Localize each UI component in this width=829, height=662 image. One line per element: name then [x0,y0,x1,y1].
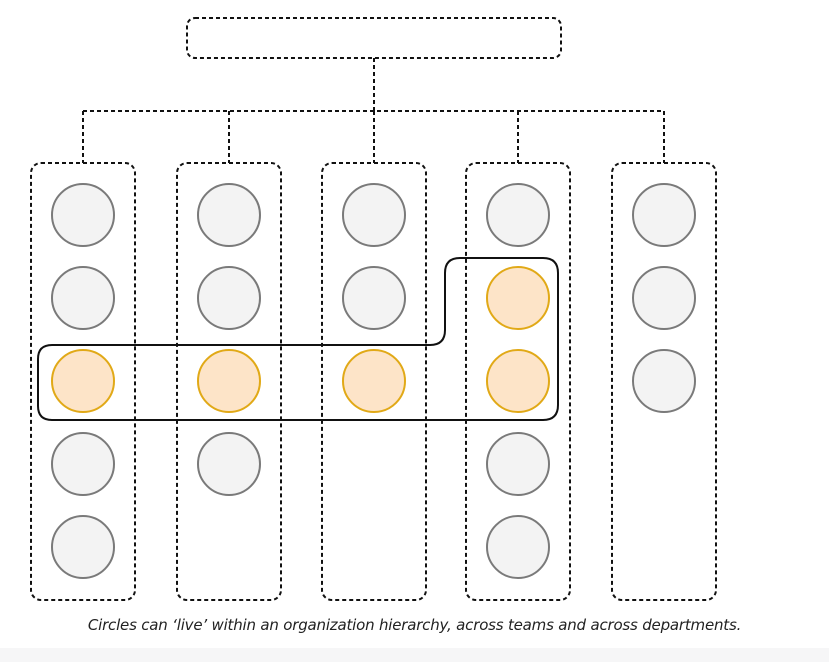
member-node [197,432,261,496]
team-column [465,162,571,601]
member-node [342,183,406,247]
circle-member-node [342,349,406,413]
member-node [632,349,696,413]
diagram-caption: Circles can ‘live’ within an organizatio… [87,616,742,634]
member-node [632,183,696,247]
member-node [486,432,550,496]
circle-group-outline [37,257,559,421]
root-node-box [186,17,562,59]
member-node [51,183,115,247]
member-node [486,515,550,579]
member-node [51,432,115,496]
org-hierarchy-diagram [30,17,717,601]
circle-member-node [197,349,261,413]
team-column [30,162,136,601]
member-node [197,183,261,247]
member-node [197,266,261,330]
circle-member-node [486,266,550,330]
team-column [176,162,282,601]
circle-member-node [51,349,115,413]
team-columns [30,162,717,601]
circle-member-node [486,349,550,413]
bottom-band [0,648,829,662]
hierarchy-connectors [82,58,665,163]
member-node [51,266,115,330]
team-members [51,183,696,579]
team-column [321,162,427,601]
member-node [51,515,115,579]
team-column [611,162,717,601]
member-node [486,183,550,247]
member-node [342,266,406,330]
member-node [632,266,696,330]
